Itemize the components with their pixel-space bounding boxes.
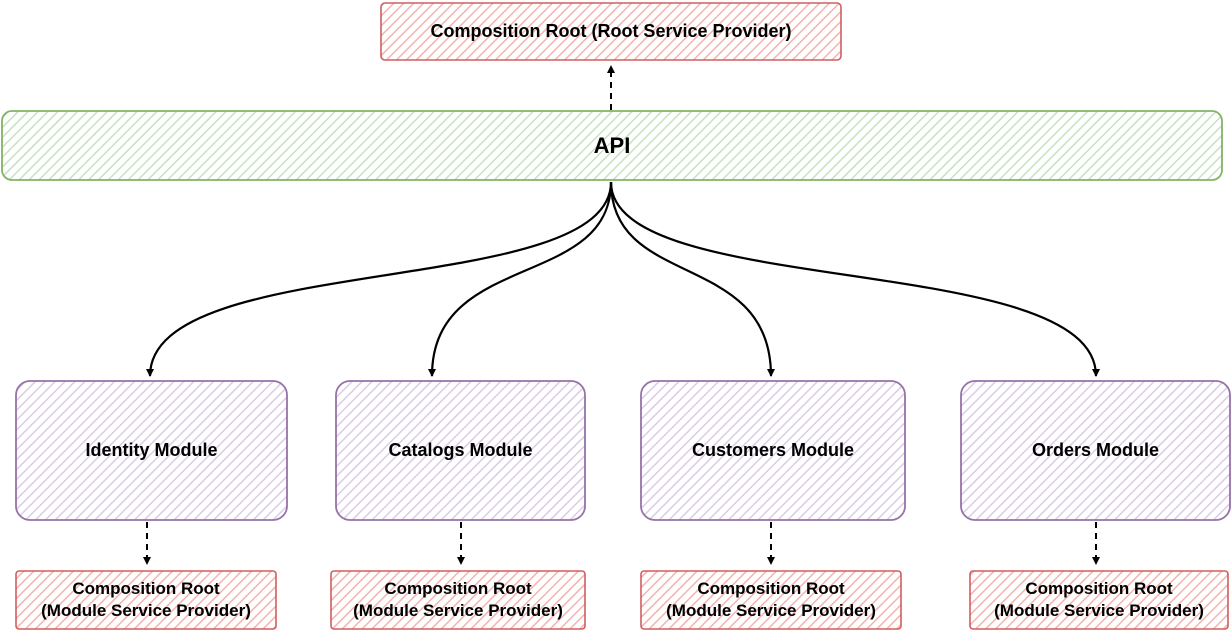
orders-module-box: [960, 380, 1231, 521]
edge-api-to-identity: [146, 181, 613, 377]
identity-composition-box: [15, 570, 277, 630]
identity-module-box: [15, 380, 288, 521]
catalogs-composition-box: [330, 570, 586, 630]
root-composition-box: [380, 2, 842, 61]
edge-api-to-catalogs: [428, 181, 613, 377]
api-bar: [1, 110, 1223, 181]
edge-api-to-customers: [609, 181, 775, 377]
customers-composition-box: [640, 570, 902, 630]
orders-composition-box: [969, 570, 1229, 630]
edge-api-to-orders: [609, 181, 1100, 377]
customers-module-box: [640, 380, 906, 521]
catalogs-module-box: [335, 380, 586, 521]
